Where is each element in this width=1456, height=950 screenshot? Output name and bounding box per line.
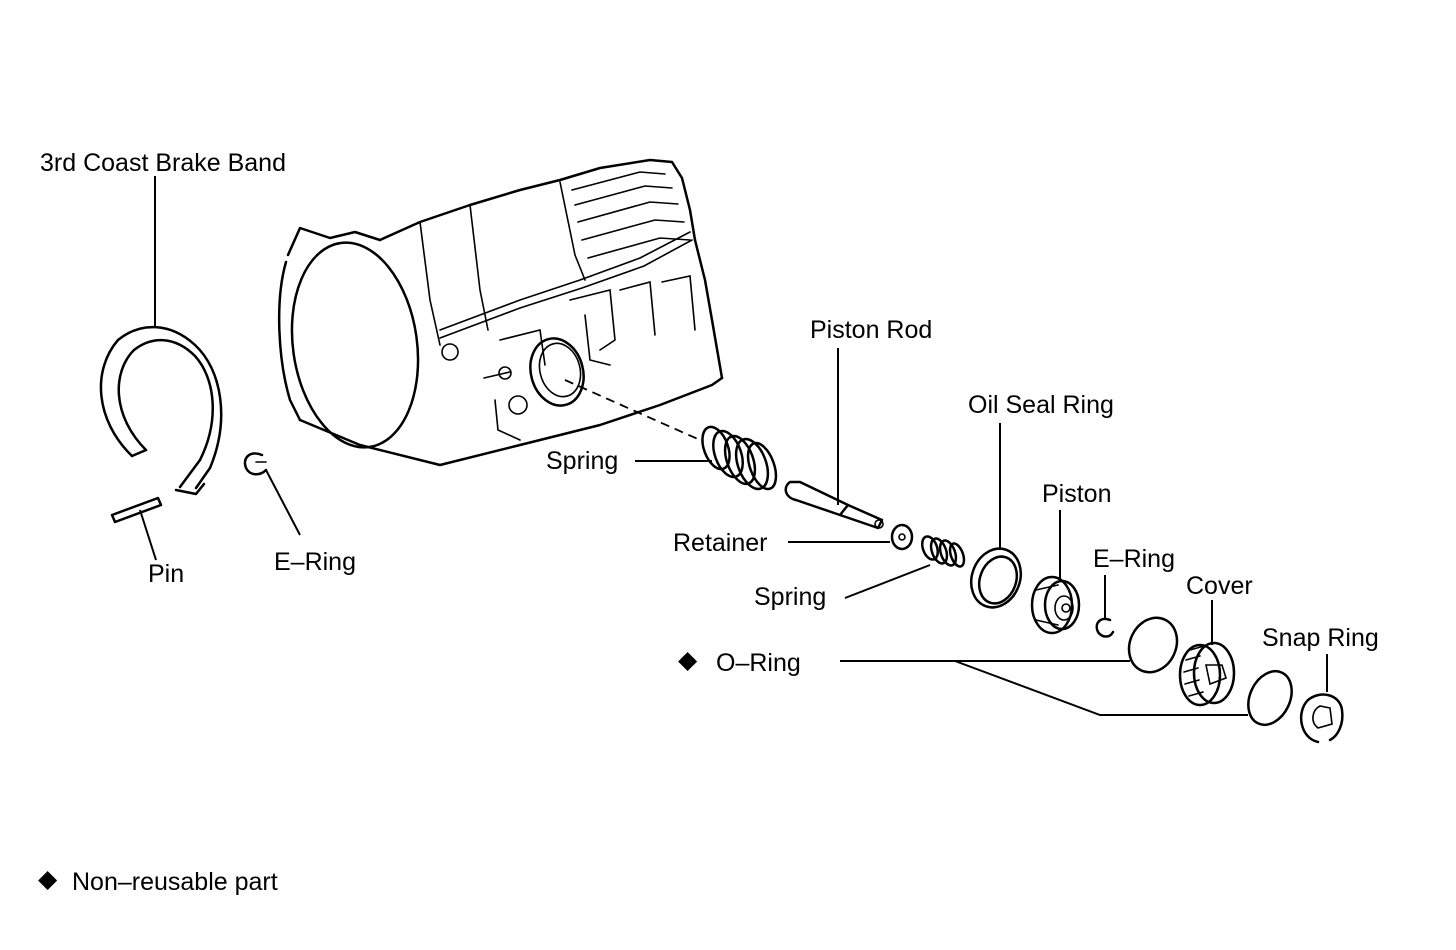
leader-o-ring — [840, 660, 1248, 716]
piston-rod-drawing — [784, 480, 884, 530]
cover-drawing — [1178, 641, 1236, 707]
spring-inner-drawing — [920, 535, 966, 568]
label-o-ring: O–Ring — [716, 649, 801, 677]
o-ring-1-drawing — [1127, 616, 1179, 674]
leader-pin — [139, 509, 157, 561]
label-piston: Piston — [1042, 480, 1111, 508]
label-oil-seal-ring: Oil Seal Ring — [968, 391, 1114, 419]
label-piston-rod: Piston Rod — [810, 316, 932, 344]
legend-text: Non–reusable part — [72, 868, 278, 896]
label-e-ring-left: E–Ring — [274, 548, 356, 576]
o-ring-2-drawing — [1247, 670, 1293, 726]
snap-ring-drawing — [1299, 693, 1344, 744]
e-ring-left-drawing — [243, 452, 268, 476]
assembly-axis-line — [564, 379, 701, 441]
transmission-case — [277, 158, 724, 467]
label-brake-band: 3rd Coast Brake Band — [40, 149, 286, 177]
spring-outer-drawing — [701, 425, 778, 491]
label-spring-outer: Spring — [546, 447, 618, 475]
retainer-drawing — [890, 523, 914, 551]
label-cover: Cover — [1186, 572, 1253, 600]
leader-spring-inner — [844, 564, 931, 599]
label-spring-inner: Spring — [754, 583, 826, 611]
label-pin: Pin — [148, 560, 184, 588]
piston-drawing — [1030, 575, 1081, 635]
label-retainer: Retainer — [673, 529, 768, 557]
leader-e-ring-left — [265, 469, 301, 536]
label-e-ring-right: E–Ring — [1093, 545, 1175, 573]
label-snap-ring: Snap Ring — [1262, 624, 1379, 652]
e-ring-right-drawing — [1095, 617, 1115, 638]
pin-drawing — [110, 496, 163, 524]
non-reusable-marker-o-ring: ◆ — [678, 646, 698, 674]
oil-seal-ring-drawing — [969, 547, 1023, 609]
brake-band-drawing — [99, 325, 223, 496]
legend-marker: ◆ — [38, 865, 58, 893]
